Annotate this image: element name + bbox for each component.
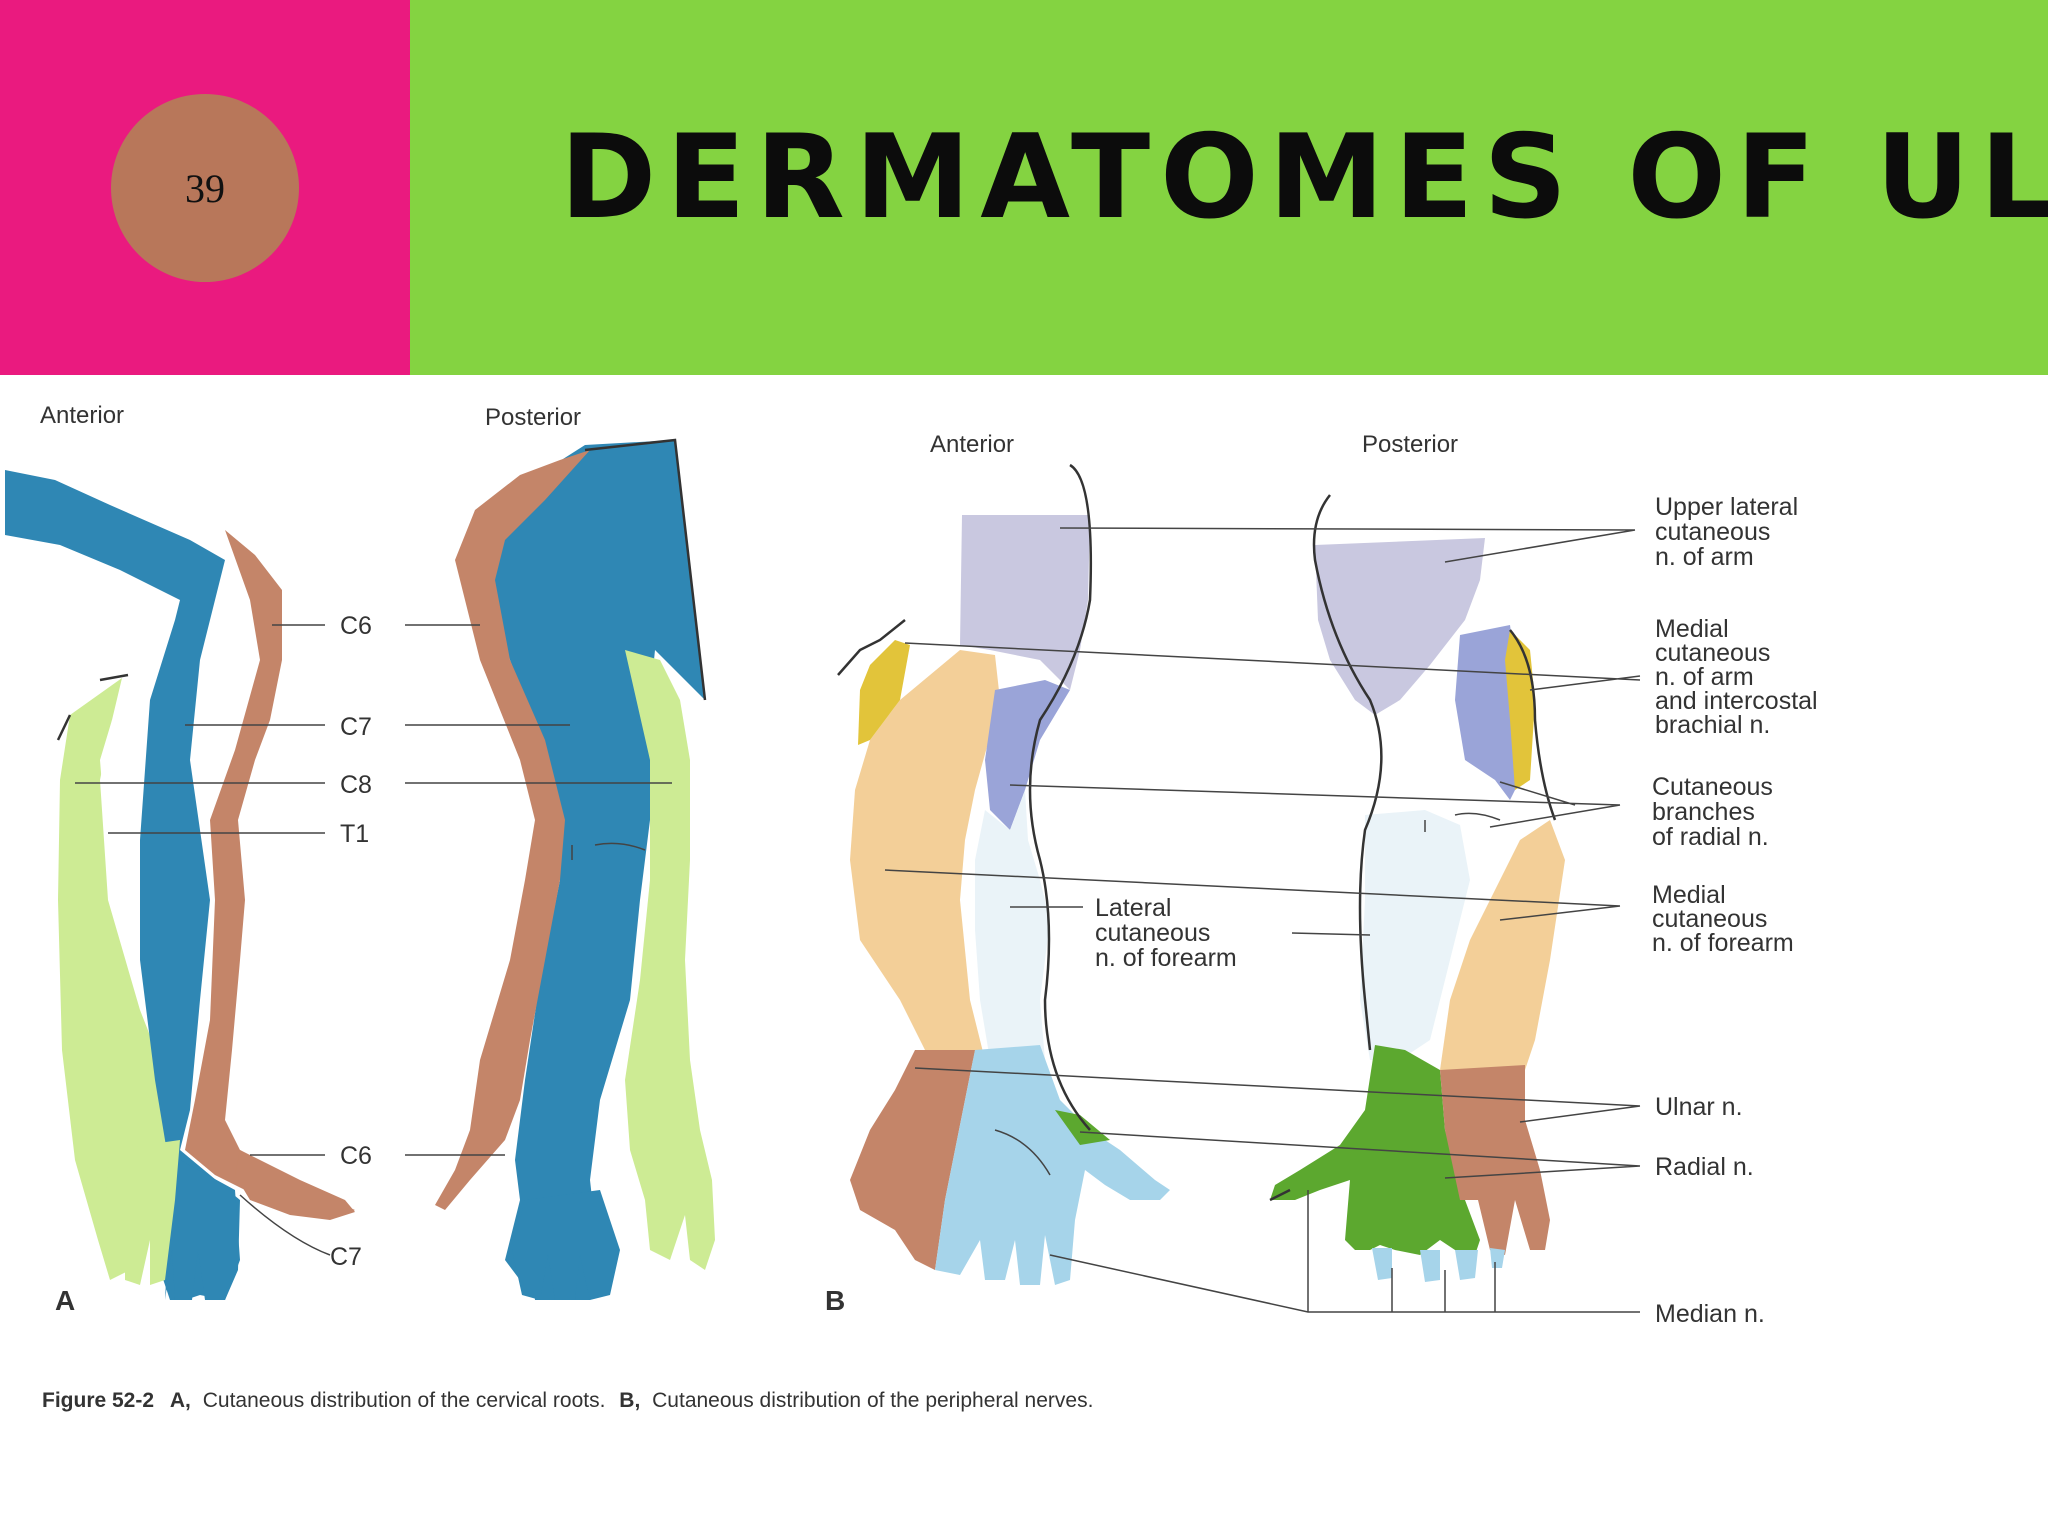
- caption-a-text: Cutaneous distribution of the cervical r…: [203, 1389, 606, 1412]
- c6-region-posterior: [435, 450, 590, 1210]
- slide-number-badge: 39: [111, 94, 299, 282]
- ulnar-region-posterior: [1440, 1065, 1550, 1255]
- intercostobrachial-region-posterior: [1505, 630, 1535, 790]
- lateral-cutaneous-label-3: n. of forearm: [1095, 944, 1237, 972]
- c7-region-posterior: [480, 440, 705, 1300]
- figure-caption: Figure 52-2 A, Cutaneous distribution of…: [42, 1389, 1093, 1412]
- c8-region-posterior: [625, 650, 715, 1270]
- caption-a-marker: A,: [170, 1389, 191, 1412]
- figure-a-posterior-arm: [435, 438, 715, 1300]
- medial-arm-label-1: Medial: [1655, 615, 1729, 643]
- radial-branches-label-1: Cutaneous: [1652, 773, 1773, 801]
- root-label-t1: T1: [340, 820, 369, 848]
- posterior-b-mark: [1424, 812, 1501, 832]
- figure-b-anterior-arm: [837, 463, 1170, 1285]
- figure-a-anterior-arm: [5, 470, 355, 1300]
- upper-lateral-label-2: cutaneous: [1655, 518, 1770, 546]
- c7-hand-anterior: [165, 1160, 240, 1300]
- radial-branches-leader: [1009, 781, 1621, 828]
- posterior-arm-outline: [584, 438, 707, 701]
- c7-leader-lower: [239, 1194, 331, 1256]
- dermatome-figure: C6 C7 C8 T1 C6 C7 Anterior Posterior A: [5, 402, 1818, 1412]
- median-label: Median n.: [1655, 1300, 1765, 1328]
- medial-forearm-region-anterior: [850, 650, 1000, 1060]
- t1-hand-anterior: [100, 1140, 180, 1285]
- anterior-b-outline-upper: [837, 463, 1093, 1131]
- t1-mark-posterior: [571, 842, 646, 860]
- upper-lateral-region-posterior: [1315, 538, 1485, 715]
- medial-arm-label-2: cutaneous: [1655, 639, 1770, 667]
- caption-b-marker: B,: [619, 1389, 640, 1412]
- radial-leader: [1079, 1131, 1641, 1179]
- radial-region-anterior: [1055, 1110, 1110, 1145]
- root-label-c6-lower: C6: [340, 1142, 372, 1170]
- root-label-c6-upper: C6: [340, 612, 372, 640]
- medial-arm-label-5: brachial n.: [1655, 711, 1770, 739]
- figure-b-panel-label: B: [825, 1285, 845, 1316]
- medial-forearm-label-1: Medial: [1652, 881, 1726, 909]
- t1-region: [58, 678, 185, 1280]
- slide-number: 39: [185, 165, 225, 211]
- medial-forearm-label-2: cutaneous: [1652, 905, 1767, 933]
- root-label-c7-lower: C7: [330, 1243, 362, 1271]
- median-palm-crease: [994, 1129, 1051, 1176]
- ulnar-region-anterior: [850, 1050, 975, 1270]
- medial-arm-label-3: n. of arm: [1655, 663, 1754, 691]
- c6-thumb-anterior: [235, 1150, 355, 1220]
- upper-lateral-leader: [1059, 527, 1636, 563]
- upper-lateral-label-1: Upper lateral: [1655, 493, 1798, 521]
- medial-forearm-label-3: n. of forearm: [1652, 929, 1794, 957]
- radial-label: Radial n.: [1655, 1153, 1754, 1181]
- lateral-cutaneous-leader: [1010, 906, 1371, 936]
- medial-arm-label-4: and intercostal: [1655, 687, 1818, 715]
- figure-b-posterior-arm: [1269, 494, 1565, 1282]
- radial-branches-label-2: branches: [1652, 798, 1755, 826]
- radial-branches-label-3: of radial n.: [1652, 823, 1769, 851]
- medial-forearm-leader: [884, 869, 1621, 921]
- c7-region-anterior: [5, 470, 240, 1300]
- median-fingertips-posterior: [1372, 1248, 1505, 1282]
- lateral-forearm-region-anterior: [975, 790, 1055, 1120]
- figure-b-posterior-label: Posterior: [1362, 431, 1458, 458]
- figure-a-posterior-label: Posterior: [485, 404, 581, 431]
- median-leader: [1049, 1190, 1640, 1313]
- median-region-anterior: [935, 1045, 1170, 1285]
- figure-a-panel-label: A: [55, 1285, 75, 1316]
- c7-hand-posterior: [512, 1190, 620, 1300]
- c6-region-anterior: [185, 530, 355, 1215]
- upper-lateral-label-3: n. of arm: [1655, 543, 1754, 571]
- slide-title: DERMATOMES OF UL: [560, 110, 2048, 245]
- caption-b-text: Cutaneous distribution of the peripheral…: [652, 1389, 1093, 1412]
- figure-a-anterior-label: Anterior: [40, 402, 124, 429]
- medial-arm-region-anterior: [985, 680, 1070, 830]
- upper-lateral-region-anterior: [960, 515, 1090, 690]
- ulnar-leader: [914, 1067, 1641, 1123]
- root-label-c8: C8: [340, 771, 372, 799]
- figure-b-anterior-label: Anterior: [930, 431, 1014, 458]
- medial-forearm-region-posterior: [1440, 820, 1565, 1070]
- figure-a-root-labels: C6 C7 C8 T1 C6 C7 Anterior Posterior A: [40, 402, 672, 1316]
- medial-arm-leader: [904, 642, 1641, 691]
- lateral-cutaneous-label-1: Lateral: [1095, 894, 1171, 922]
- ulnar-label: Ulnar n.: [1655, 1093, 1743, 1121]
- intercostobrachial-region-anterior: [858, 640, 910, 745]
- anterior-arm-outline: [56, 673, 129, 741]
- lateral-cutaneous-label-2: cutaneous: [1095, 919, 1210, 947]
- posterior-b-outline: [1269, 494, 1557, 1202]
- radial-forearm-region-posterior: [1360, 810, 1470, 1060]
- root-label-c7: C7: [340, 713, 372, 741]
- figure-b-labels: Anterior Posterior Upper lateral cutaneo…: [825, 431, 1818, 1328]
- caption-figure-number: Figure 52-2: [42, 1389, 154, 1412]
- green-header-block: [410, 0, 2048, 375]
